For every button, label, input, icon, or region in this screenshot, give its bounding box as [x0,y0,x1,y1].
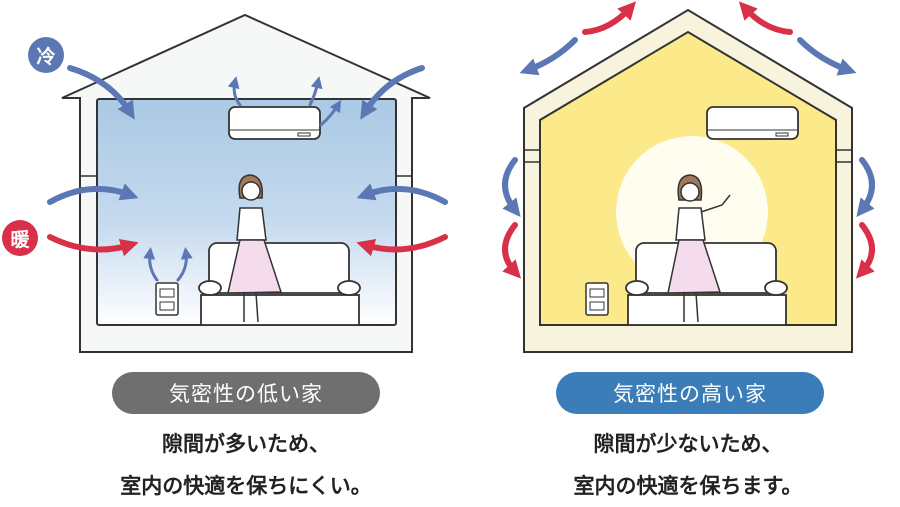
high-airtight-label: 気密性の高い家 [556,372,824,414]
air-leak-arrows [47,65,448,282]
power-outlet-icon [585,282,609,316]
caption-line: 室内の快適を保ちにくい。 [120,474,372,498]
high-airtight-house [502,1,875,353]
low-airtight-house [47,13,448,353]
caption-line: 室内の快適を保ちます。 [573,474,803,498]
sofa-icon [198,242,361,326]
caption-line: 隙間が少ないため、 [593,432,783,456]
air-bounce-arrows [502,1,875,279]
low-airtight-label: 気密性の低い家 [112,372,380,414]
warm-badge: 暖 [2,220,38,256]
woman-figure-worried [227,174,283,323]
power-outlet-icon [155,282,179,316]
low-airtight-caption: 隙間が多いため、 室内の快適を保ちにくい。 [26,423,466,507]
cold-badge: 冷 [28,37,64,73]
high-airtight-caption: 隙間が少ないため、 室内の快適を保ちます。 [468,423,900,507]
caption-line: 隙間が多いため、 [162,432,330,456]
air-conditioner-icon [706,106,799,140]
air-conditioner-icon [228,106,321,140]
woman-figure-happy [667,174,731,323]
